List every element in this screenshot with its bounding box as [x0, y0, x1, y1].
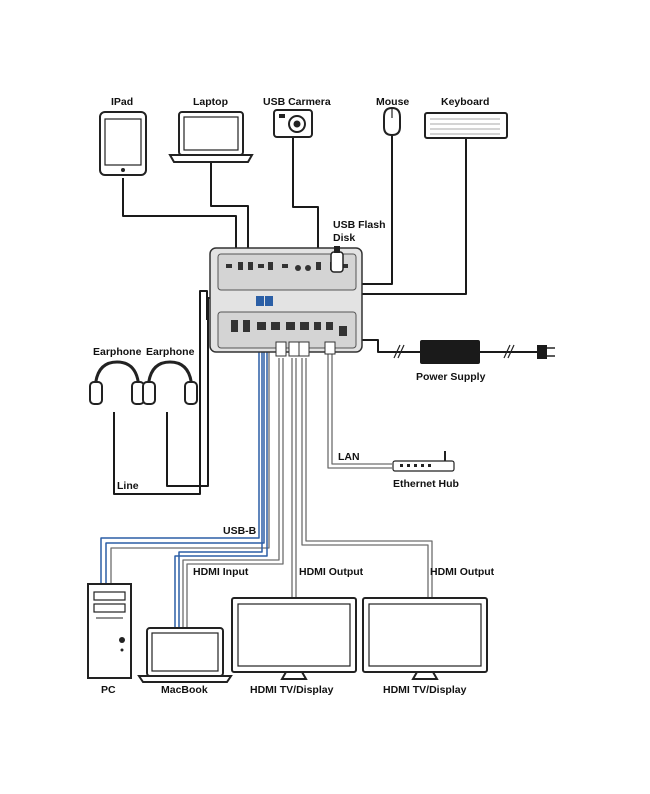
- label-keyboard: Keyboard: [441, 96, 489, 108]
- label-usb-flash-disk-1: USB Flash: [333, 219, 386, 231]
- usb-flash-disk-body: [330, 251, 344, 273]
- label-power-supply: Power Supply: [416, 371, 486, 383]
- usb-b-cable-5: [174, 300, 268, 628]
- lan-cable-outer: [327, 352, 392, 469]
- usb-b-cable-2: [105, 300, 265, 586]
- hub-connectors: [256, 296, 273, 306]
- label-ipad: IPad: [111, 96, 133, 108]
- label-hdmi-input: HDMI Input: [193, 566, 249, 578]
- macbook-device: [137, 627, 233, 683]
- label-usb-camera: USB Carmera: [263, 96, 331, 108]
- hdmi-output-2-cable-b: [305, 358, 433, 600]
- cables: [100, 134, 538, 628]
- hdmi-tv-1-device: [231, 597, 357, 680]
- label-ethernet-hub: Ethernet Hub: [393, 478, 459, 490]
- hdmi-input-cable-b: [186, 358, 284, 628]
- hub-hdmi-plugs: [275, 341, 336, 357]
- labels: IPad Laptop USB Carmera Mouse Keyboard U…: [93, 96, 495, 696]
- label-macbook: MacBook: [161, 684, 208, 696]
- keyboard-device: [424, 112, 508, 139]
- camera-cable: [292, 137, 319, 258]
- label-usb-b: USB-B: [223, 525, 257, 537]
- earphone-left-device: [89, 360, 145, 405]
- usb-b-cable-1: [100, 300, 260, 586]
- lan-cable-inner: [331, 352, 392, 465]
- usb-flash-disk-cap: [334, 246, 340, 253]
- label-earphone-left: Earphone: [93, 346, 142, 358]
- usb-b-cable-4: [178, 300, 263, 628]
- ethernet-hub-device: [392, 451, 455, 472]
- label-line: Line: [117, 480, 139, 492]
- hdmi-output-2-cable-a: [301, 358, 429, 600]
- label-hdmi-output-1: HDMI Output: [299, 566, 364, 578]
- label-hdmi-tv-2: HDMI TV/Display: [383, 684, 467, 696]
- usb-b-cable-3: [110, 300, 270, 586]
- label-hdmi-output-2: HDMI Output: [430, 566, 495, 578]
- earphone-right-device: [142, 360, 198, 405]
- pc-device: [87, 583, 132, 679]
- usb-camera-device: [273, 109, 313, 138]
- earphone-line-cable: [113, 290, 208, 495]
- usb-flash-disk: [330, 246, 344, 273]
- hdmi-input-cable-a: [182, 358, 280, 628]
- label-usb-flash-disk-2: Disk: [333, 232, 355, 244]
- label-laptop: Laptop: [193, 96, 228, 108]
- power-cable: [350, 339, 420, 353]
- mouse-device: [383, 106, 401, 137]
- hub-back-ports: [231, 320, 347, 336]
- label-hdmi-tv-1: HDMI TV/Display: [250, 684, 334, 696]
- label-lan: LAN: [338, 451, 360, 463]
- label-mouse: Mouse: [376, 96, 409, 108]
- power-supply-device: [393, 340, 555, 364]
- laptop-device: [168, 111, 254, 163]
- label-pc: PC: [101, 684, 116, 696]
- kvm-hub: [209, 247, 363, 357]
- label-earphone-right: Earphone: [146, 346, 195, 358]
- hdmi-tv-2-device: [362, 597, 488, 680]
- ipad-device: [99, 111, 147, 176]
